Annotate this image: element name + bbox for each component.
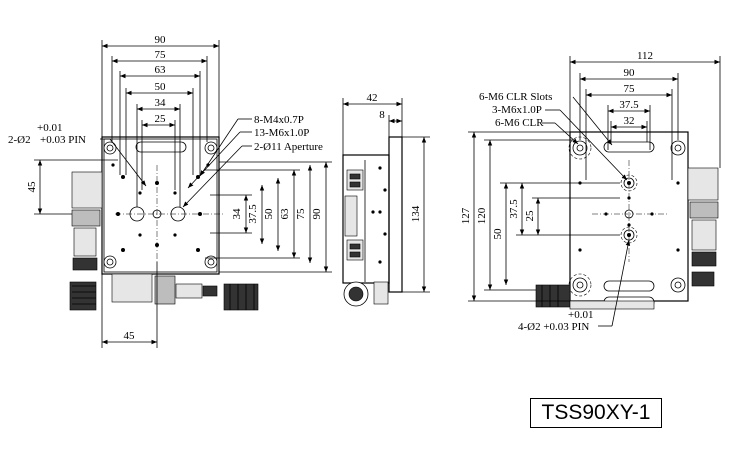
left-dim-45: 45 bbox=[26, 181, 38, 193]
note-m4: 8-M4x0.7P bbox=[254, 114, 304, 126]
top-view-body bbox=[101, 136, 220, 275]
bottom-view: 112 90 75 37.5 32 127 120 50 37.5 25 bbox=[460, 50, 721, 333]
bview-dim-127: 127 bbox=[460, 207, 472, 224]
bottom-view-dims-left: 127 120 50 37.5 25 bbox=[460, 131, 620, 302]
right-dim-37-5: 37.5 bbox=[247, 204, 259, 224]
bottom-view-dims-top: 112 90 75 37.5 32 bbox=[569, 50, 721, 180]
side-view: 42 8 134 bbox=[342, 92, 430, 307]
note-m6-thread: 3-M6x1.0P bbox=[492, 104, 542, 116]
top-dim-90: 90 bbox=[155, 34, 167, 46]
top-dim-75: 75 bbox=[155, 49, 167, 61]
bview-dim-90: 90 bbox=[624, 67, 636, 79]
top-view-dims-right: 34 37.5 50 63 75 90 bbox=[205, 161, 332, 273]
right-dim-34: 34 bbox=[231, 208, 243, 220]
bview-dim-37-5: 37.5 bbox=[619, 99, 639, 111]
bview-pin-note: 4-Ø2 +0.03 PIN bbox=[518, 321, 589, 333]
right-dim-50: 50 bbox=[263, 208, 275, 220]
note-slots: 6-M6 CLR Slots bbox=[479, 91, 552, 103]
note-m6: 13-M6x1.0P bbox=[254, 127, 309, 139]
bottom-dim-45: 45 bbox=[124, 330, 136, 342]
bview-dim-50: 50 bbox=[492, 228, 504, 240]
top-dim-34: 34 bbox=[155, 97, 167, 109]
top-view: 90 75 63 50 34 25 34 37.5 50 63 75 bbox=[8, 34, 332, 348]
bview-pin-tol-upper: +0.01 bbox=[568, 309, 593, 321]
bview-dim-25: 25 bbox=[524, 210, 536, 222]
pin-note: 2-Ø2 bbox=[8, 134, 31, 146]
note-aperture: 2-Ø11 Aperture bbox=[254, 141, 323, 153]
bview-dim-112: 112 bbox=[637, 50, 653, 62]
bview-dim-75: 75 bbox=[624, 83, 636, 95]
pin-tol-lower: +0.03 PIN bbox=[40, 134, 86, 146]
right-dim-75: 75 bbox=[295, 208, 307, 220]
side-dim-8: 8 bbox=[379, 109, 385, 121]
right-dim-90: 90 bbox=[311, 208, 323, 220]
bview-dim-120: 120 bbox=[476, 207, 488, 224]
bview-dim-32: 32 bbox=[624, 115, 635, 127]
note-m6-clr: 6-M6 CLR bbox=[495, 117, 544, 129]
top-dim-63: 63 bbox=[155, 64, 167, 76]
bview-dim-37-5: 37.5 bbox=[508, 199, 520, 219]
side-dim-134: 134 bbox=[410, 205, 422, 222]
top-view-dims-top: 90 75 63 50 34 25 bbox=[101, 34, 220, 207]
top-dim-50: 50 bbox=[155, 81, 167, 93]
model-label: TSS90XY-1 bbox=[530, 398, 662, 428]
top-dim-25: 25 bbox=[155, 113, 167, 125]
pin-tol-upper: +0.01 bbox=[37, 122, 62, 134]
side-dim-42: 42 bbox=[367, 92, 378, 104]
right-dim-63: 63 bbox=[279, 208, 291, 220]
